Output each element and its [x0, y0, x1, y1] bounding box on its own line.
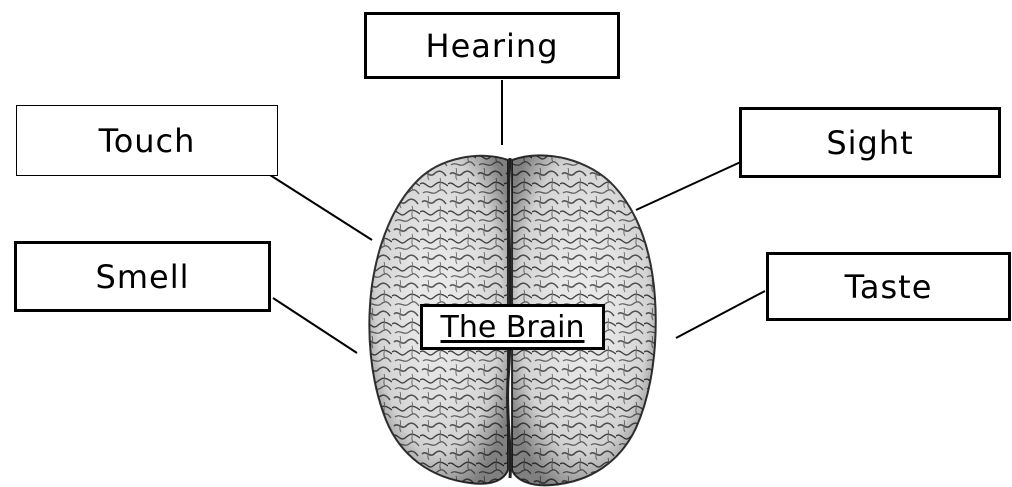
label-box-hearing: Hearing [364, 12, 620, 79]
connector-smell [273, 298, 357, 353]
label-sight: Sight [826, 124, 913, 162]
connector-touch [270, 175, 372, 240]
label-box-touch: Touch [16, 105, 278, 176]
connector-sight [636, 160, 745, 210]
label-box-smell: Smell [14, 241, 271, 312]
label-taste: Taste [845, 268, 933, 306]
label-touch: Touch [99, 122, 196, 160]
label-box-taste: Taste [766, 252, 1011, 321]
label-smell: Smell [96, 258, 190, 296]
label-hearing: Hearing [426, 27, 559, 65]
center-label-the-brain: The Brain [420, 304, 605, 350]
connector-taste [676, 291, 765, 338]
label-box-sight: Sight [739, 107, 1001, 178]
